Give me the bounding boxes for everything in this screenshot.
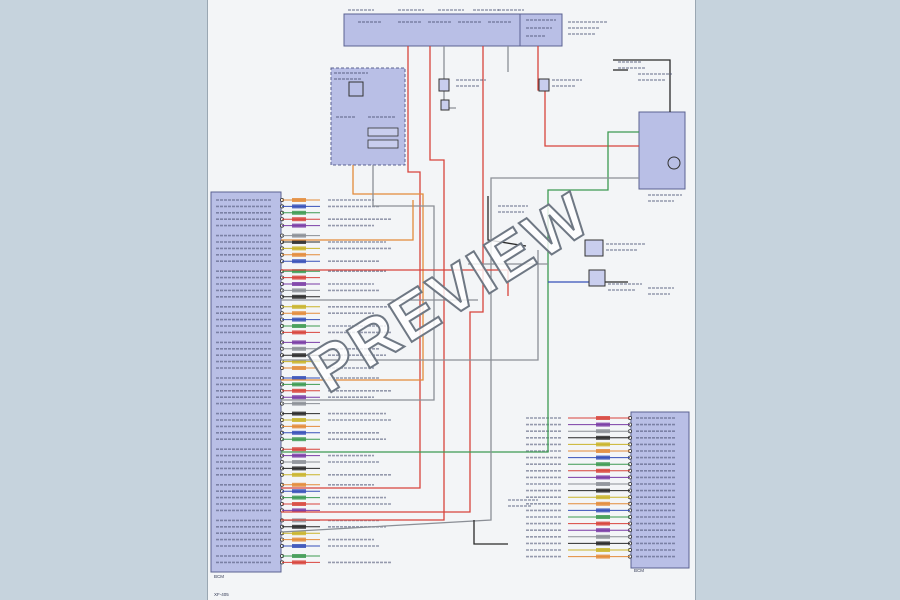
relay-symbol: [584, 239, 604, 257]
wire-red-switch: [537, 46, 639, 147]
wire-green-long: [281, 131, 639, 453]
wiring-diagram-sheet: BCM BCM XF-405: [207, 0, 696, 600]
relay-coil-symbol: [348, 81, 364, 97]
wire-red-main: [281, 46, 421, 489]
wire-gray-4: [281, 250, 539, 361]
relay-symbol: [588, 269, 606, 287]
wire-orange-2: [281, 200, 414, 241]
fuse-symbol: [538, 78, 550, 92]
wire-gray-ctrl: [281, 165, 435, 401]
lamp-symbol: [667, 156, 681, 170]
wire-red-3: [281, 269, 509, 296]
fuse-block: [343, 13, 521, 47]
wire-red-right: [281, 46, 484, 513]
module-chip: [367, 139, 399, 149]
wire-black: [487, 196, 527, 247]
sheet-footer: XF-405: [214, 592, 229, 597]
diode-symbol: [440, 99, 450, 111]
wire-blue-relay: [548, 276, 594, 283]
module-chip: [367, 127, 399, 137]
switch-module-right: [638, 111, 686, 190]
wire-orange: [281, 165, 424, 381]
wire-black-low: [473, 520, 508, 545]
wire-red-feed: [281, 46, 445, 521]
right-module-caption: BCM: [634, 568, 644, 573]
wire-black-top: [613, 59, 671, 112]
wire-gray-long: [280, 177, 639, 533]
relay-module-top-right: [519, 13, 563, 47]
fuse-symbol: [438, 78, 450, 92]
wiring-diagram: BCM BCM XF-405: [210, 9, 690, 597]
left-module-caption: BCM: [214, 574, 224, 579]
wire-gray: [443, 46, 456, 109]
